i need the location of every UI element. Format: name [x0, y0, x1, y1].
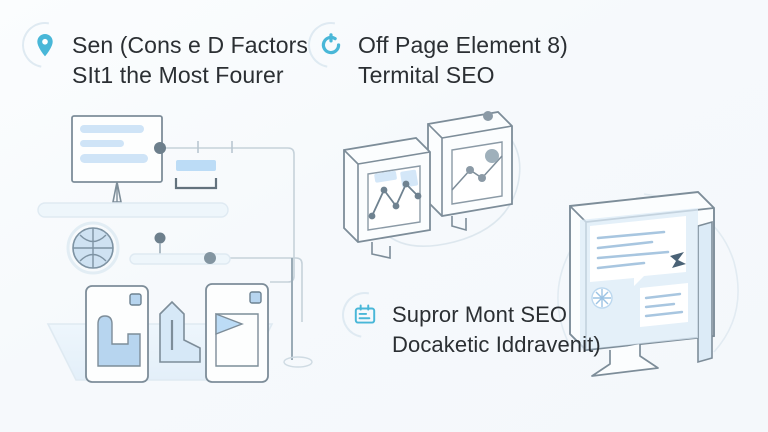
heading-line-1: Off Page Element 8) — [358, 32, 568, 58]
location-pin-icon — [32, 32, 58, 58]
document-list-icon — [352, 302, 378, 328]
heading-line-2: Termital SEO — [358, 62, 495, 88]
device-card-left — [85, 285, 149, 383]
refresh-circle-icon — [318, 32, 344, 58]
dashboard-flow-illustration — [20, 108, 320, 398]
heading-line-1: Supror Mont SEO — [392, 302, 568, 327]
heading-line-2: SIt1 the Most Fourer — [72, 62, 284, 88]
monitor-front — [343, 137, 431, 259]
monitor-back — [427, 111, 513, 232]
section-heading-off-page-element: Off Page Element 8) Termital SEO — [298, 12, 568, 90]
section-heading-text: Supror Mont SEO Docaketic Iddravenit) — [392, 300, 601, 360]
globe-icon — [66, 221, 120, 275]
desktop-monitor — [569, 191, 715, 377]
section-heading-support-mont-seo: Supror Mont SEO Docaketic Iddravenit) — [332, 282, 601, 360]
section-heading-text: Off Page Element 8) Termital SEO — [358, 30, 568, 90]
pinwheel-icon — [591, 287, 613, 309]
content-card — [71, 115, 163, 183]
section-heading-text: Sen (Cons e D Factors SIt1 the Most Four… — [72, 30, 308, 90]
heading-line-1: Sen (Cons e D Factors — [72, 32, 309, 58]
dual-monitor-analytics-illustration — [332, 104, 532, 274]
location-pin-badge — [12, 12, 78, 78]
device-card-right — [205, 283, 269, 383]
desktop-content-illustration — [548, 186, 764, 398]
monument-shape — [159, 300, 201, 363]
refresh-circle-badge — [298, 12, 364, 78]
document-list-badge — [332, 282, 398, 348]
heading-line-2: Docaketic Iddravenit) — [392, 332, 601, 357]
section-heading-search-console-factors: Sen (Cons e D Factors SIt1 the Most Four… — [12, 12, 308, 90]
